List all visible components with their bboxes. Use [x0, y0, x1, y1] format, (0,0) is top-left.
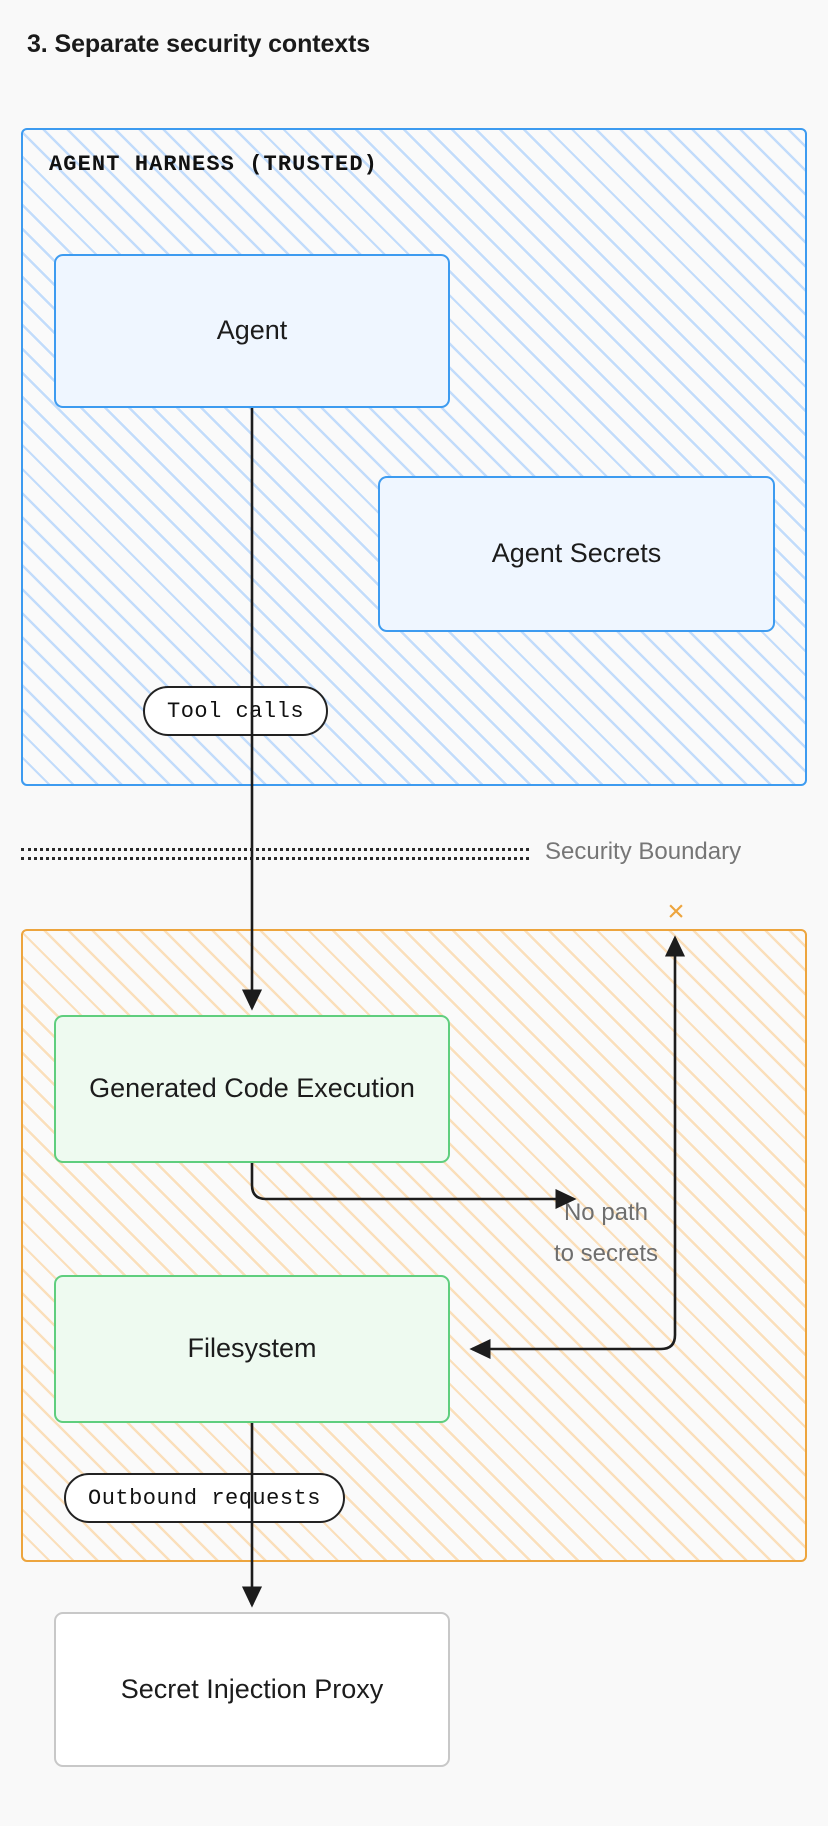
- node-filesystem[interactable]: Filesystem: [54, 1275, 450, 1423]
- blocked-x-icon: ×: [667, 895, 685, 928]
- edge-label-outbound-requests: Outbound requests: [64, 1473, 345, 1523]
- zone-label-trusted: AGENT HARNESS (TRUSTED): [49, 152, 378, 177]
- edge-label-outbound-requests-text: Outbound requests: [88, 1485, 321, 1511]
- node-secret-injection-proxy-label: Secret Injection Proxy: [120, 1673, 384, 1704]
- node-generated-code-execution[interactable]: Generated Code Execution: [54, 1015, 450, 1163]
- node-agent-label: Agent: [216, 315, 288, 346]
- node-agent[interactable]: Agent: [54, 254, 450, 408]
- security-boundary-label: Security Boundary: [545, 838, 742, 865]
- security-boundary-line: [21, 848, 529, 860]
- node-filesystem-label: Filesystem: [187, 1333, 317, 1364]
- node-secret-injection-proxy[interactable]: Secret Injection Proxy: [54, 1612, 450, 1767]
- edge-label-tool-calls-text: Tool calls: [167, 698, 305, 724]
- annotation-no-path-line2: to secrets: [553, 1240, 659, 1268]
- page-title: 3. Separate security contexts: [27, 30, 371, 58]
- annotation-no-path-to-secrets: No path to secrets: [521, 1192, 691, 1275]
- node-generated-code-execution-label: Generated Code Execution: [89, 1073, 415, 1104]
- node-agent-secrets[interactable]: Agent Secrets: [378, 476, 775, 632]
- annotation-no-path-line1: No path: [563, 1199, 649, 1226]
- security-boundary-line-lower: [21, 857, 529, 860]
- edge-label-tool-calls: Tool calls: [143, 686, 329, 736]
- node-agent-secrets-label: Agent Secrets: [491, 538, 662, 569]
- security-boundary-line-upper: [21, 848, 529, 851]
- zone-agent-harness-trusted: AGENT HARNESS (TRUSTED): [21, 128, 807, 786]
